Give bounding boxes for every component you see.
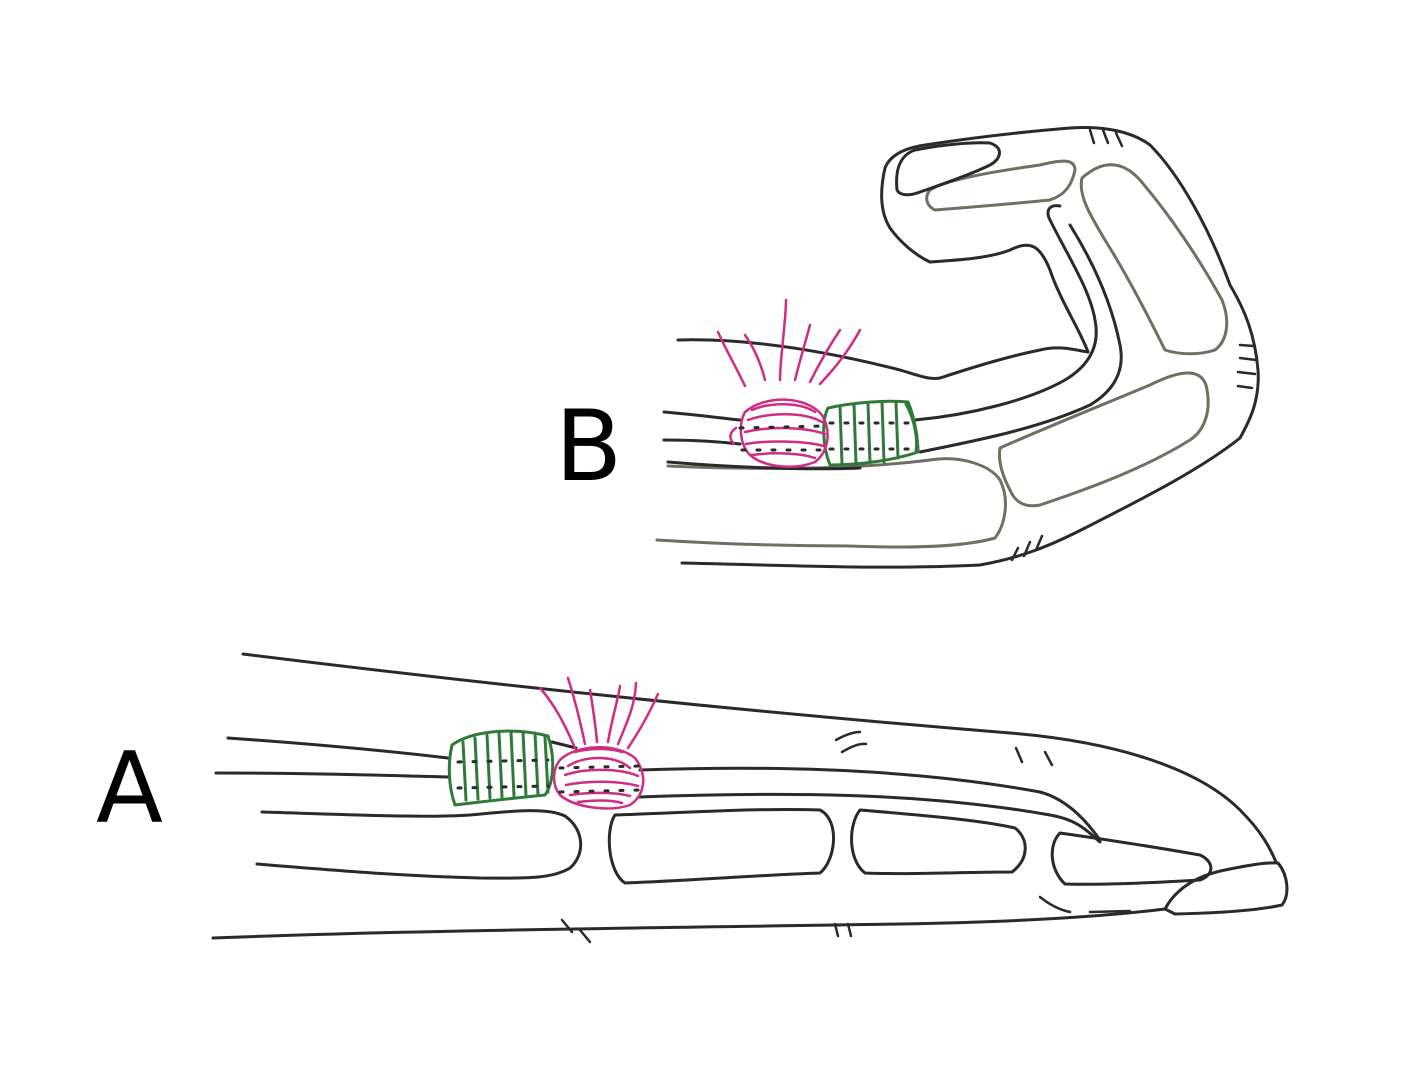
proximal-phalanx-a [607,807,835,885]
finger-b-tendon [662,204,1123,471]
distal-phalanx-b [925,159,1077,212]
finger-b-bones [655,159,1229,549]
finger-b-crease-marks [1010,128,1258,562]
fingertip-pad-a [1163,861,1289,916]
finger-a-tendon [214,736,1102,844]
swelling-b-dots [738,424,827,452]
middle-phalanx-a [850,808,1027,876]
panel-b-label: B [555,390,623,504]
panel-b-finger [655,126,1260,569]
swelling-a [552,746,645,810]
metacarpal-b [655,457,1007,549]
distal-phalanx-a [1050,831,1213,886]
pulley-b-tendon-dots [828,421,914,451]
panel-a-label: A [96,732,164,846]
metacarpal-a [255,809,583,880]
finger-a-bones [255,807,1289,916]
finger-a-crease-marks [560,730,1132,944]
pulley-b [822,399,920,467]
middle-phalanx-b [1079,163,1229,356]
proximal-phalanx-b [998,371,1210,508]
finger-a-skin-outline [211,652,1278,940]
swelling-b-rays [716,298,862,388]
panel-a-finger [211,652,1289,944]
pulley-a [447,729,555,807]
finger-b-skin-outline [676,126,1260,569]
swelling-a-rays [538,676,660,750]
finger-b-fingertip [895,141,1001,197]
pulley-a-tendon-dots [456,758,550,790]
swelling-b [729,398,829,468]
